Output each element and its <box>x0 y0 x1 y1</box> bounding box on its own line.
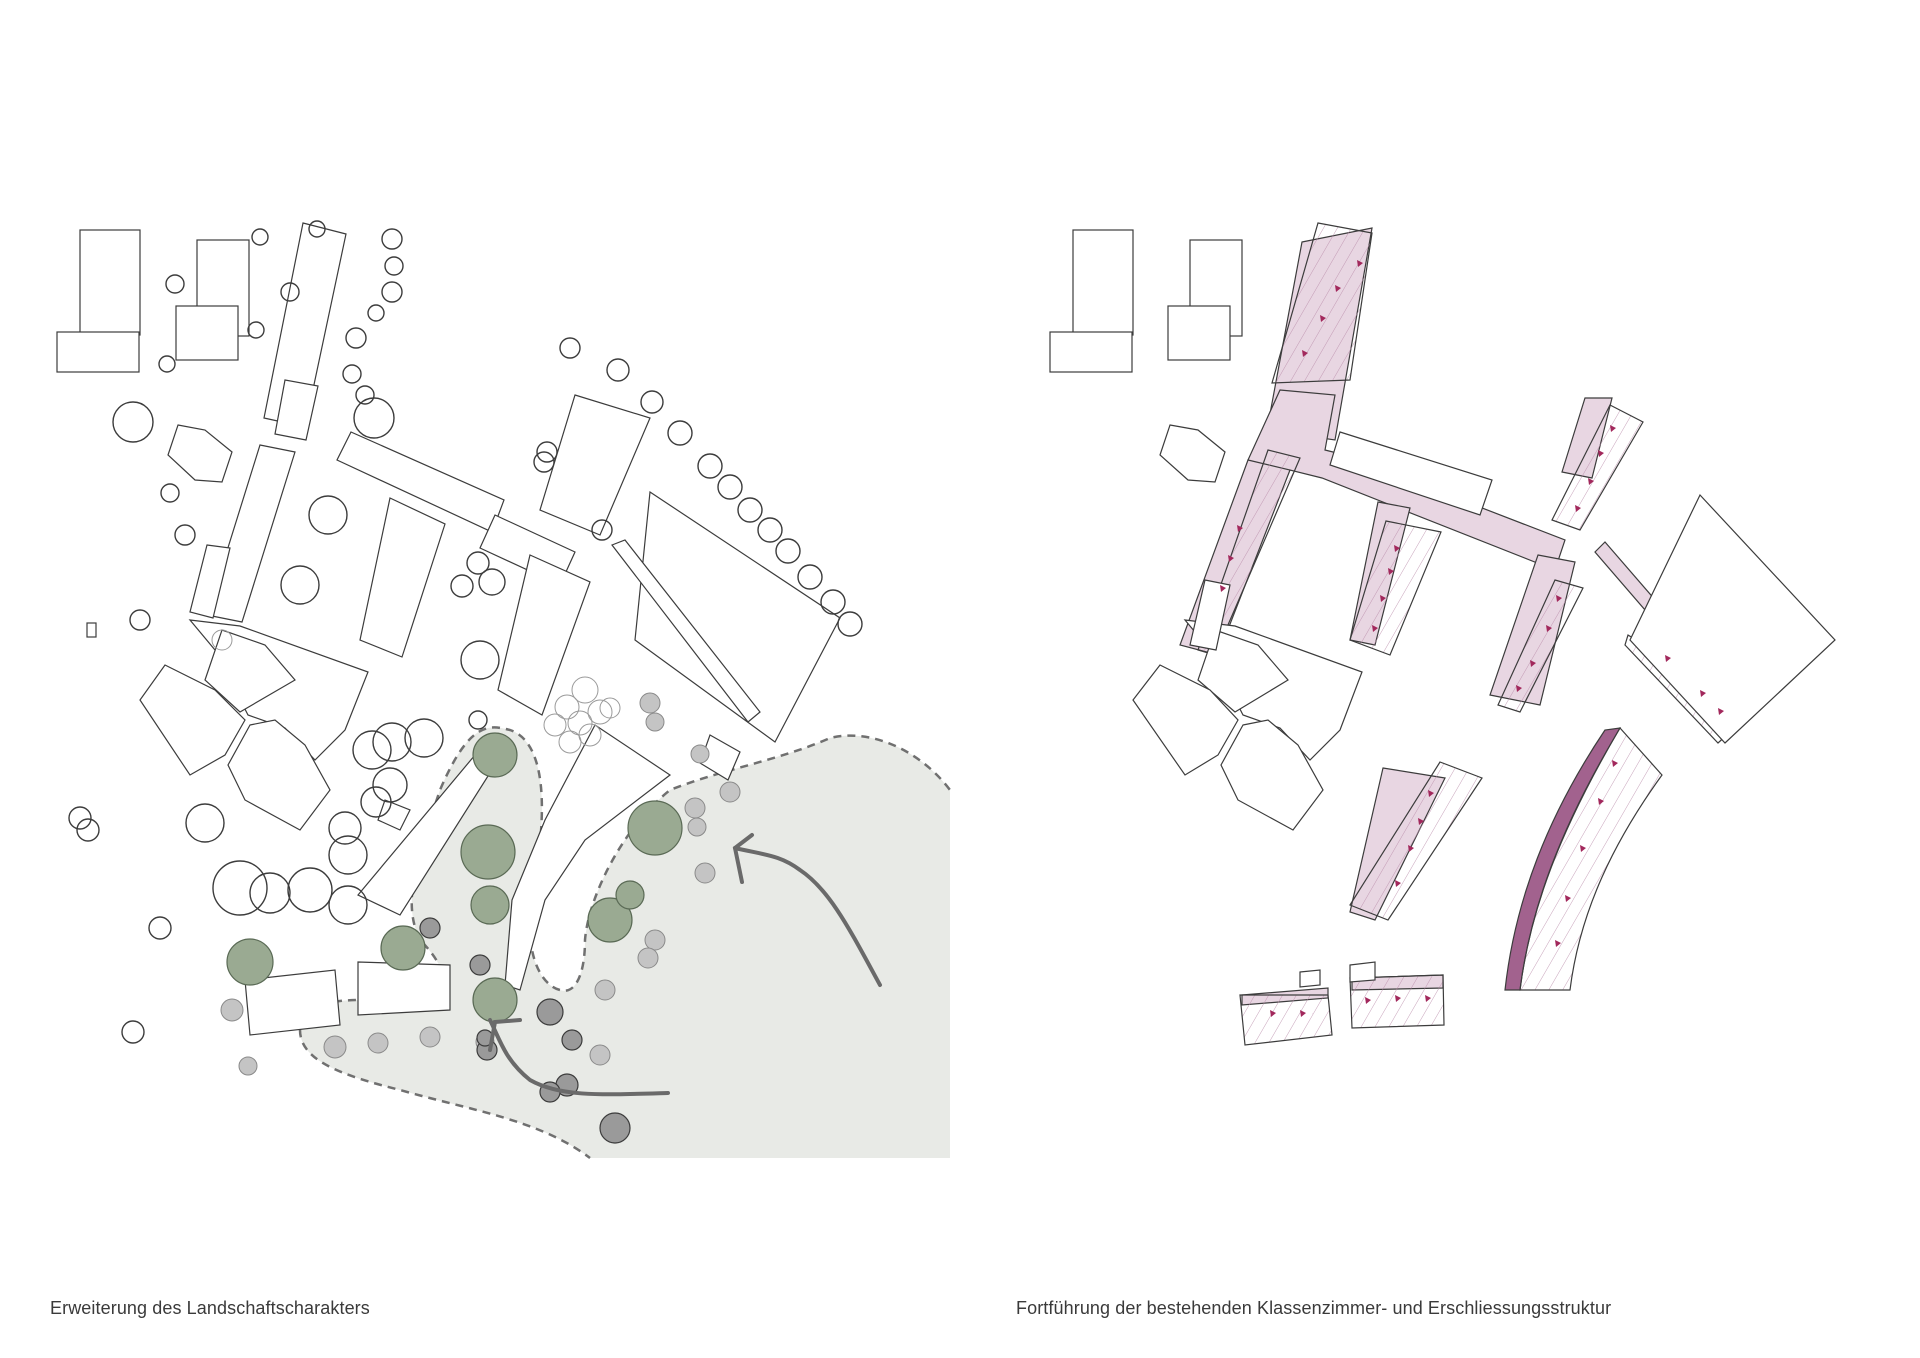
existing-buildings <box>56 222 841 1036</box>
movement-arrows <box>488 833 882 1097</box>
left-plan <box>56 220 951 1159</box>
landscape-area <box>300 727 950 1158</box>
right-plan <box>1049 222 1836 1046</box>
caption-right: Fortführung der bestehenden Klassenzimme… <box>1016 1298 1612 1318</box>
arrow-east-head <box>732 833 754 884</box>
light-trees <box>211 629 621 754</box>
green-trees <box>226 732 683 1023</box>
classroom-markers <box>1220 260 1724 1017</box>
other-buildings <box>1049 229 1836 988</box>
arrow-east <box>733 846 882 987</box>
caption-left: Erweiterung des Landschaftscharakters <box>50 1298 370 1318</box>
arrow-south-head <box>488 1018 522 1052</box>
arrow-south <box>488 1018 670 1097</box>
existing-trees <box>68 220 863 1044</box>
